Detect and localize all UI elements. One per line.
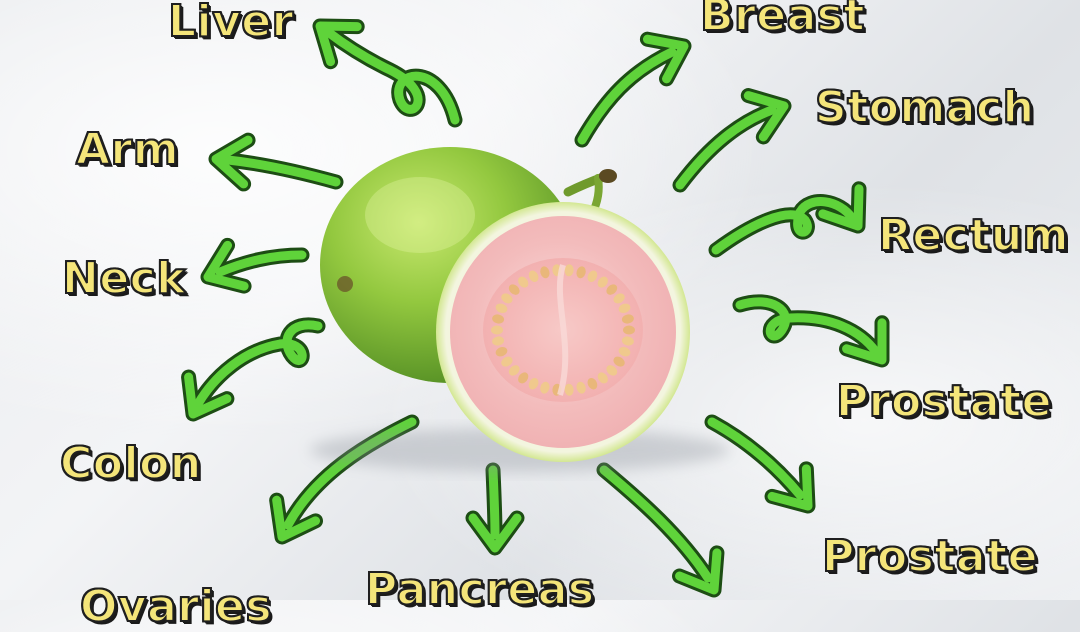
- seed: [576, 266, 586, 279]
- seed: [492, 314, 505, 324]
- arrow-to-lower: [596, 462, 725, 598]
- seed: [613, 293, 625, 304]
- seed: [621, 336, 634, 346]
- arrow-head: [203, 240, 249, 291]
- label-liver: Liver: [167, 0, 294, 47]
- arrow-shaft: [735, 297, 881, 357]
- label-ovaries: Ovaries: [79, 581, 273, 632]
- seed: [606, 284, 618, 295]
- arrow-to-liver: [312, 18, 463, 128]
- arrows-group: [181, 18, 890, 598]
- seed: [508, 365, 520, 376]
- seed: [501, 356, 513, 367]
- arrow-shaft: [223, 155, 341, 187]
- seed: [613, 356, 625, 367]
- arrow-to-neck: [200, 237, 310, 294]
- arrow-shaft: [711, 197, 857, 255]
- seed: [621, 314, 634, 324]
- seed: [587, 270, 598, 283]
- arrow-head: [743, 91, 789, 142]
- seed: [491, 325, 503, 335]
- label-stomach: Stomach: [814, 82, 1035, 133]
- seed: [540, 266, 550, 279]
- seed: [495, 346, 508, 357]
- seed: [597, 372, 608, 384]
- arrow-to-arm: [208, 132, 344, 192]
- arrow-shaft: [283, 417, 417, 530]
- arrow-head: [184, 372, 232, 419]
- arrow-shaft: [323, 27, 460, 125]
- seed: [528, 377, 539, 390]
- label-neck: Neck: [61, 253, 187, 304]
- arrow-shaft: [599, 465, 713, 583]
- arrow-to-colon: [181, 317, 326, 422]
- seed: [623, 325, 635, 335]
- arrow-head: [211, 135, 253, 189]
- label-arm: Arm: [75, 124, 180, 175]
- guava-illustration: [310, 147, 730, 472]
- arrow-to-pancreas: [465, 462, 525, 556]
- seed: [576, 381, 586, 394]
- seed: [508, 284, 520, 295]
- seed: [597, 276, 608, 288]
- label-rectum: Rectum: [877, 210, 1070, 261]
- seed: [518, 276, 529, 288]
- arrow-head: [315, 21, 362, 67]
- arrow-shaft: [215, 250, 307, 277]
- seed: [618, 346, 631, 357]
- seed: [528, 270, 539, 283]
- seed: [587, 377, 598, 390]
- arrow-to-rectum: [708, 181, 867, 258]
- seed: [564, 383, 574, 396]
- arrow-head: [767, 464, 813, 511]
- seed: [618, 303, 631, 314]
- arrow-head: [272, 495, 321, 542]
- seed: [492, 336, 505, 346]
- arrow-to-prostate-upper: [732, 294, 890, 368]
- arrow-shaft: [675, 105, 777, 190]
- arrow-to-ovaries: [269, 414, 420, 545]
- label-colon: Colon: [59, 438, 202, 489]
- arrow-shaft: [193, 320, 323, 409]
- arrow-shaft: [577, 47, 677, 145]
- arrow-head: [675, 548, 722, 595]
- seed: [501, 293, 513, 304]
- halved-guava: [436, 202, 690, 462]
- arrow-to-stomach: [672, 88, 792, 193]
- label-prostate-lower: Prostate: [821, 531, 1038, 582]
- seed: [606, 365, 618, 376]
- arrow-shaft: [707, 417, 805, 500]
- label-prostate-upper: Prostate: [835, 376, 1052, 427]
- seed: [495, 303, 508, 314]
- arrow-head: [642, 34, 689, 84]
- seed: [518, 372, 529, 384]
- arrow-to-breast: [574, 31, 692, 148]
- scene: [181, 18, 890, 598]
- seed: [564, 264, 574, 277]
- arrow-head: [842, 318, 887, 365]
- arrow-head: [818, 184, 864, 231]
- arrow-head: [468, 513, 522, 553]
- label-pancreas: Pancreas: [364, 564, 595, 615]
- arrow-shaft: [488, 465, 500, 540]
- label-breast: Breast: [699, 0, 866, 41]
- seed-ring: [491, 264, 635, 396]
- seed: [540, 381, 550, 394]
- arrow-to-prostate-lower: [704, 414, 816, 514]
